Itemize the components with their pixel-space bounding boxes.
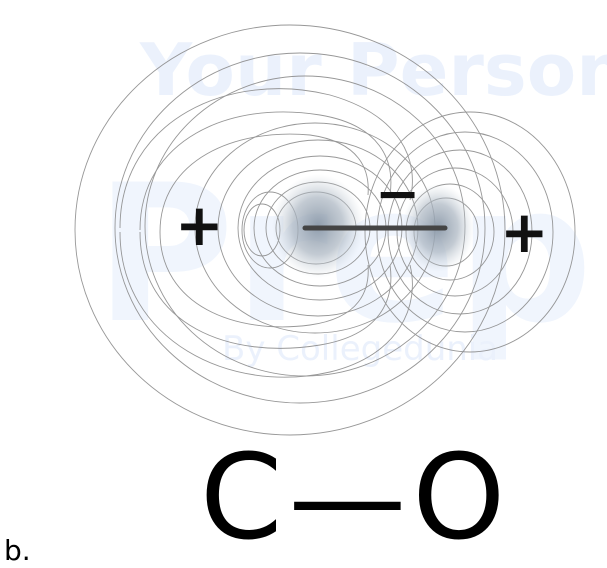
charge-plus-right: + — [500, 198, 549, 266]
oxygen-symbol: O — [412, 438, 505, 556]
electric-field-diagram: Your Personal Prep By Collegedunia — [0, 0, 607, 440]
carbon-symbol: C — [200, 438, 282, 556]
panel-label: b. — [4, 534, 31, 567]
charge-minus-center: − — [375, 162, 420, 225]
charge-plus-left: + — [175, 191, 224, 259]
molecule-formula: C—O — [200, 438, 505, 556]
watermark-line3: By Collegedunia — [222, 329, 498, 369]
bond-symbol: — — [288, 438, 406, 556]
